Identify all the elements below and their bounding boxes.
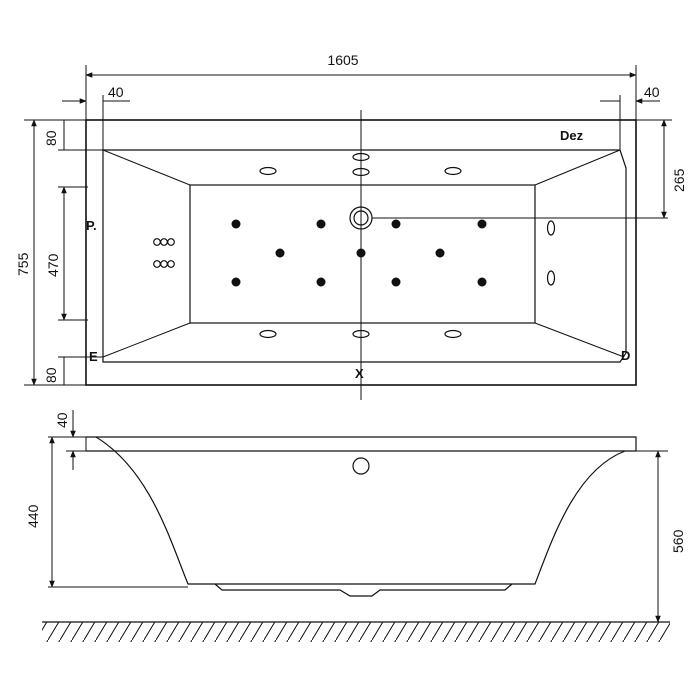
- dim-total-height: 560: [670, 529, 686, 553]
- dim-overall-length: 1605: [327, 52, 358, 68]
- label-p: P.: [86, 218, 97, 233]
- label-x: X: [355, 366, 364, 381]
- dim-right-offset: 40: [644, 84, 660, 100]
- air-jets: [259, 152, 556, 339]
- label-dez: Dez: [560, 128, 584, 143]
- control-buttons: [153, 238, 175, 268]
- dim-tub-height: 440: [25, 504, 41, 528]
- tub-side-profile: [95, 436, 626, 585]
- dim-inner-width: 470: [45, 253, 61, 277]
- dim-rim-bottom: 80: [43, 367, 59, 383]
- tub-floor: [189, 184, 536, 324]
- dim-left-offset: 40: [108, 84, 124, 100]
- dim-drain-offset: 265: [671, 168, 687, 192]
- top-view: Dez P. E D X 1605 40 40 755 80 470: [15, 52, 687, 400]
- dim-overall-width: 755: [15, 252, 31, 276]
- side-view: 40 440 560: [25, 410, 686, 642]
- dim-lip-height: 40: [54, 412, 70, 428]
- ground-hatch: [42, 622, 670, 642]
- label-d: D: [621, 348, 630, 363]
- side-drain-icon: [352, 457, 370, 475]
- water-jets: [231, 219, 487, 287]
- dim-rim-top: 80: [43, 130, 59, 146]
